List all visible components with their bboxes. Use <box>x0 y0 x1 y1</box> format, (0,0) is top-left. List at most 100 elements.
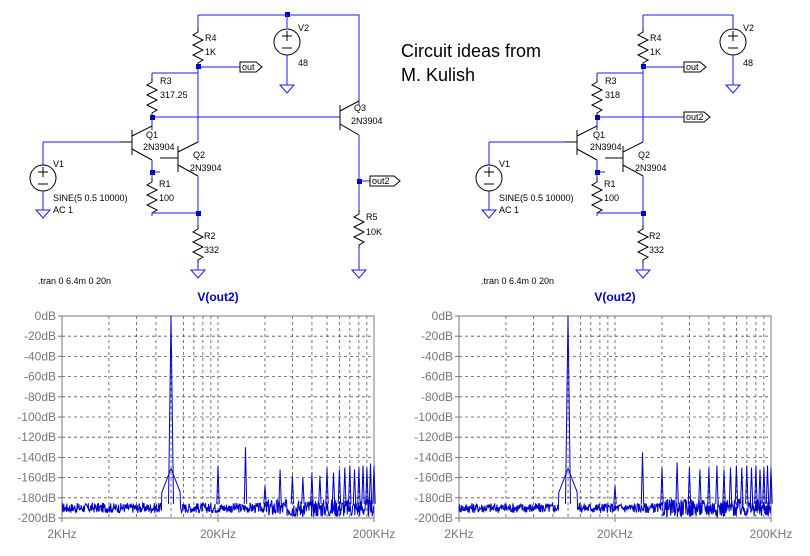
right-out-flag <box>683 61 707 73</box>
left-r2-value: 332 <box>204 245 219 255</box>
left-r5-value: 10K <box>366 227 382 237</box>
y-tick-label: 0dB <box>432 309 453 323</box>
harmonic-peak <box>325 467 329 504</box>
harmonic-peak <box>372 465 376 504</box>
right-r4-label: R4 <box>650 33 662 43</box>
y-tick-label: -20dB <box>421 329 453 343</box>
y-tick-label: -60dB <box>421 370 453 384</box>
y-tick-label: -160dB <box>414 471 453 485</box>
harmonic-peak <box>343 467 347 504</box>
right-r2-value: 332 <box>649 245 664 255</box>
x-tick-label: 200KHz <box>750 527 793 541</box>
x-tick-label: 2KHz <box>444 527 473 541</box>
left-v1-label: V1 <box>53 159 64 169</box>
harmonic-peak <box>263 485 267 504</box>
right-tran-directive: .tran 0 6.4m 0 20n <box>481 276 554 286</box>
left-r5-label: R5 <box>366 212 378 222</box>
harmonic-peak <box>331 472 336 504</box>
y-tick-label: -40dB <box>421 349 453 363</box>
plot-frame <box>458 315 772 519</box>
left-q2-type: 2N3904 <box>190 163 222 173</box>
right-q1-label: Q1 <box>593 130 605 140</box>
harmonic-peak <box>765 465 770 504</box>
harmonic-peak <box>243 447 248 504</box>
harmonic-peak <box>337 469 342 504</box>
left-r3-label: R3 <box>160 76 172 86</box>
right-v1-ac: AC 1 <box>499 205 519 215</box>
left-r1-label: R1 <box>159 179 171 189</box>
left-r4-value: 1K <box>205 47 216 57</box>
right-r3-value: 318 <box>605 90 620 100</box>
left-v2-label: V2 <box>298 23 309 33</box>
left-out-label: out <box>242 62 255 72</box>
right-q1-type: 2N3904 <box>590 142 622 152</box>
left-fft-plot: V(out2)0dB-20dB-40dB-60dB-80dB-100dB-120… <box>17 290 395 541</box>
left-node-top <box>285 12 290 17</box>
left-q3-transistor <box>339 100 360 136</box>
plot-title: V(out2) <box>594 290 635 304</box>
left-v2-value: 48 <box>298 58 308 68</box>
y-tick-label: -180dB <box>17 491 56 505</box>
left-q2-label: Q2 <box>193 150 205 160</box>
plot-frame <box>61 315 375 519</box>
y-tick-label: -140dB <box>17 450 56 464</box>
right-r1-value: 100 <box>604 193 619 203</box>
harmonic-peak <box>278 469 282 504</box>
harmonic-peak <box>687 467 692 504</box>
y-tick-label: -200dB <box>414 511 453 525</box>
y-tick-label: -120dB <box>414 430 453 444</box>
right-q2-type: 2N3904 <box>635 163 667 173</box>
y-tick-label: -160dB <box>17 471 56 485</box>
harmonic-peak <box>675 462 679 504</box>
harmonic-peak <box>352 469 357 504</box>
harmonic-peak <box>762 467 766 504</box>
left-r4-label: R4 <box>205 33 217 43</box>
harmonic-peak <box>216 465 220 504</box>
left-v2-source <box>273 28 301 56</box>
right-v2-value: 48 <box>743 58 753 68</box>
harmonic-peak <box>310 472 314 504</box>
harmonic-peak <box>168 315 174 504</box>
y-tick-label: -80dB <box>24 390 56 404</box>
harmonic-peak <box>365 467 369 504</box>
right-fft-plot: V(out2) 0dB -20dB -40dB -60dB -80dB -100dB -120… <box>414 290 792 541</box>
left-v1-ac: AC 1 <box>53 205 73 215</box>
y-tick-label: -40dB <box>24 349 56 363</box>
harmonic-peak <box>749 467 754 504</box>
right-q2-label: Q2 <box>638 150 650 160</box>
harmonic-peak <box>290 475 295 504</box>
harmonic-peak <box>740 467 744 504</box>
right-r4-value: 1K <box>650 47 661 57</box>
x-tick-label: 200KHz <box>353 527 396 541</box>
plot-title: V(out2) <box>197 290 238 304</box>
harmonic-peak <box>565 315 571 504</box>
harmonic-peak <box>698 469 702 504</box>
right-circuit: V2 48 R4 1K out R3 318 out2 Q1 2N3904 Q2… <box>475 14 754 286</box>
left-circuit: V2 48 R4 1K out R3 317.25 Q1 2N3904 <box>29 12 401 286</box>
harmonic-peak <box>640 452 645 504</box>
harmonic-peak <box>722 469 726 504</box>
harmonic-peak <box>758 469 762 504</box>
y-tick-label: -200dB <box>17 511 56 525</box>
harmonic-peak <box>715 465 719 504</box>
title-line-1: Circuit ideas from <box>401 41 541 61</box>
left-q1-transistor <box>120 125 153 161</box>
y-tick-label: -80dB <box>421 390 453 404</box>
harmonic-peak <box>613 485 617 504</box>
harmonic-peak <box>745 465 749 504</box>
y-tick-label: -60dB <box>24 370 56 384</box>
right-r2-label: R2 <box>649 231 661 241</box>
y-tick-label: 0dB <box>35 309 56 323</box>
spectrum-noise-trace <box>61 468 375 518</box>
y-tick-label: -100dB <box>414 410 453 424</box>
harmonic-peak <box>361 465 365 504</box>
right-r1-label: R1 <box>604 179 616 189</box>
spectrum-noise-trace <box>458 468 772 519</box>
left-r1-value: 100 <box>159 193 174 203</box>
left-out2-flag <box>369 175 401 187</box>
title-line-2: M. Kulish <box>401 65 475 85</box>
x-tick-label: 20KHz <box>597 527 633 541</box>
y-tick-label: -180dB <box>414 491 453 505</box>
right-v2-label: V2 <box>743 23 754 33</box>
left-out-flag <box>239 61 263 73</box>
